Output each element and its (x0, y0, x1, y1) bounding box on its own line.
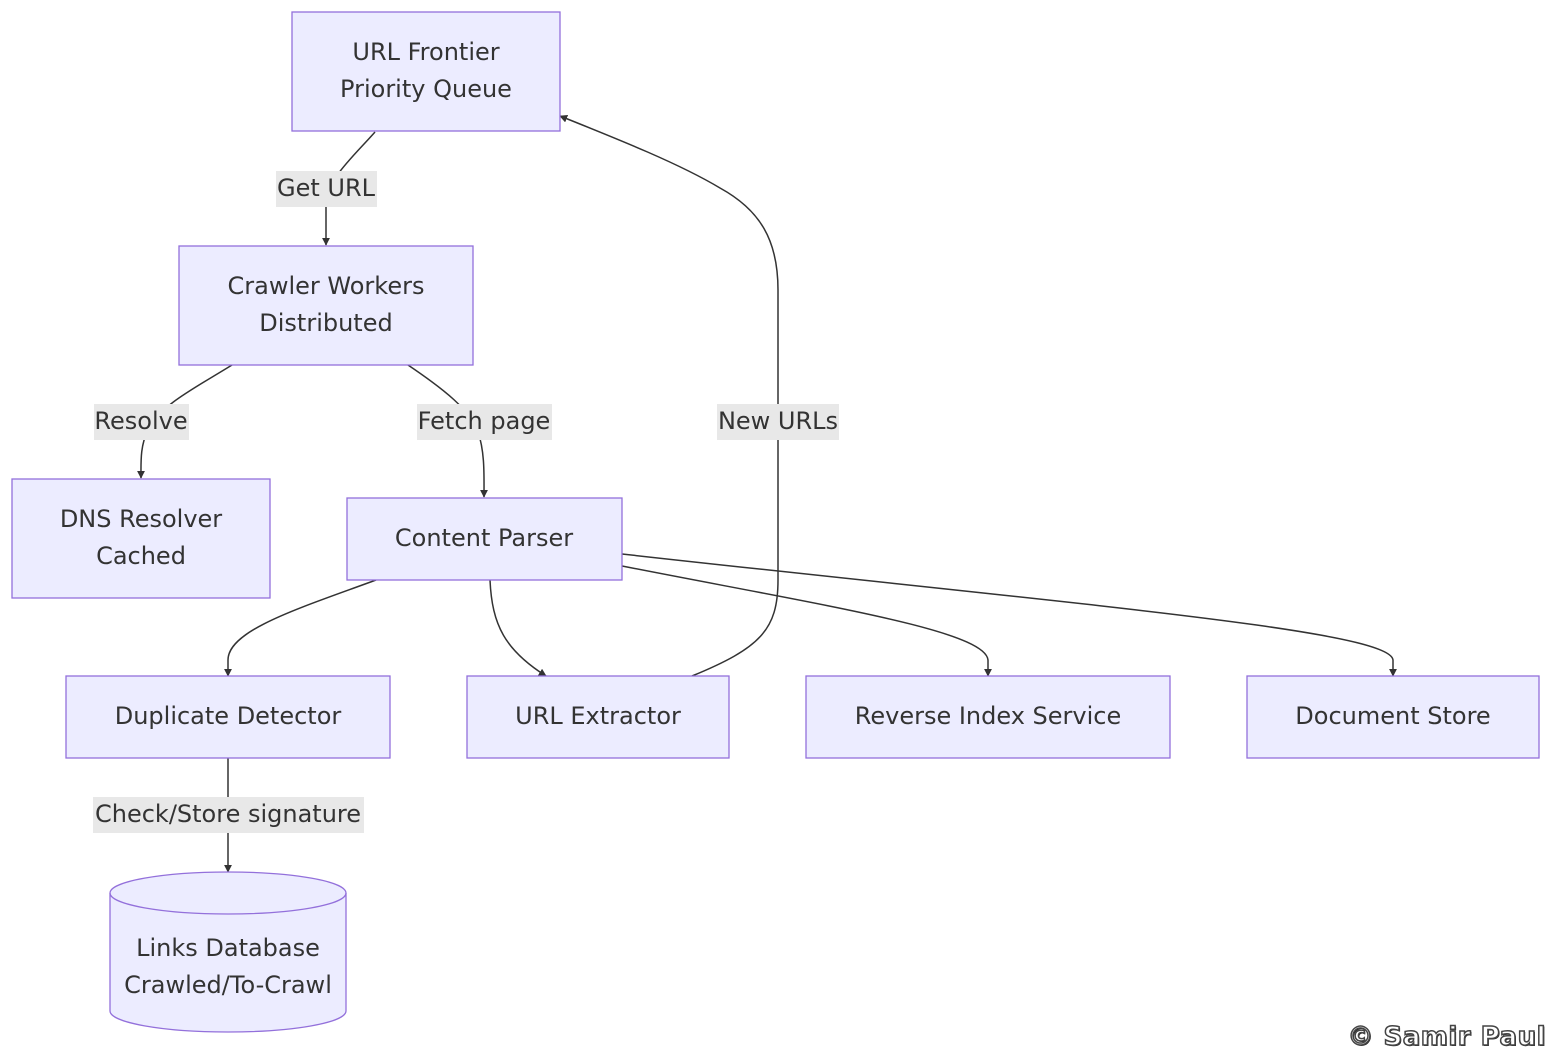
edge-parser-to-document-store (621, 553, 1397, 677)
node-document-store-label: Document Store (1295, 702, 1490, 730)
node-links-database-line1: Links Database (136, 934, 320, 962)
node-duplicate-detector-label: Duplicate Detector (115, 702, 342, 730)
edge-label-resolve: Resolve (94, 407, 187, 435)
copyright-watermark: © Samir Paul (1347, 1021, 1547, 1053)
node-url-extractor-label: URL Extractor (515, 702, 681, 730)
node-reverse-index-service-label: Reverse Index Service (855, 702, 1122, 730)
edge-label-get-url: Get URL (277, 174, 376, 202)
node-url-frontier-line1: URL Frontier (352, 38, 499, 66)
node-crawler-workers-line2: Distributed (259, 309, 392, 337)
node-reverse-index-service: Reverse Index Service (805, 675, 1171, 759)
edge-parser-to-reverse-index (621, 565, 992, 677)
edges (136, 114, 1397, 873)
node-crawler-workers-line1: Crawler Workers (228, 272, 425, 300)
edge-label-new-urls: New URLs (718, 407, 838, 435)
node-dns-resolver-line2: Cached (96, 542, 186, 570)
edge-parser-to-extractor (489, 579, 547, 677)
node-url-extractor: URL Extractor (466, 675, 730, 759)
node-dns-resolver-line1: DNS Resolver (60, 505, 222, 533)
node-url-frontier-line2: Priority Queue (340, 75, 512, 103)
node-crawler-workers: Crawler Workers Distributed (178, 245, 474, 366)
node-content-parser-label: Content Parser (395, 524, 573, 552)
node-links-database-line2: Crawled/To-Crawl (124, 971, 332, 999)
node-links-database: Links Database Crawled/To-Crawl (109, 871, 347, 1033)
edge-label-fetch-page: Fetch page (418, 407, 551, 435)
node-document-store: Document Store (1246, 675, 1540, 759)
edge-label-check-store-signature: Check/Store signature (95, 800, 361, 828)
edge-extractor-to-frontier (559, 114, 779, 677)
node-url-frontier: URL Frontier Priority Queue (291, 11, 561, 132)
node-dns-resolver: DNS Resolver Cached (11, 478, 271, 599)
edge-parser-to-duplicate (224, 579, 377, 677)
database-cylinder-icon (109, 871, 347, 1033)
node-duplicate-detector: Duplicate Detector (65, 675, 391, 759)
node-content-parser: Content Parser (346, 497, 623, 581)
edge-labels: Get URL Resolve Fetch page New URLs Chec… (93, 171, 839, 833)
